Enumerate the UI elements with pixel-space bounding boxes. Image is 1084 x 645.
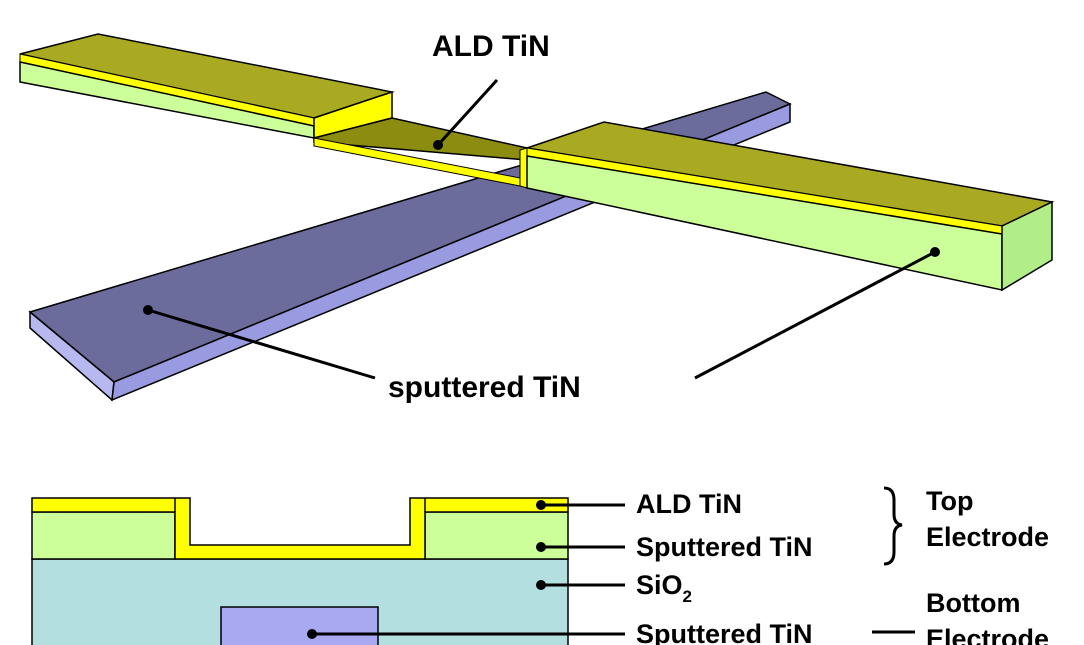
sputtered-tin-label-3d: sputtered TiN bbox=[388, 371, 581, 404]
ald-tin-label-3d: ALD TiN bbox=[432, 30, 550, 63]
sputtered-leader-right bbox=[694, 250, 936, 380]
ald-leader-dot bbox=[433, 140, 443, 150]
ald-leader-line bbox=[436, 78, 499, 147]
ald-callout-3d: ALD TiN bbox=[432, 30, 550, 150]
sputtered-right-section bbox=[424, 511, 569, 560]
sputtered-bottom-section-label: Sputtered TiN bbox=[636, 619, 813, 645]
top-electrode-label-line1: Top bbox=[926, 486, 973, 516]
top-electrode-trench-wall bbox=[519, 147, 528, 189]
cross-section-callouts: ALD TiN Sputtered TiN SiO2 Sputtered TiN… bbox=[307, 486, 1049, 645]
bottom-electrode-label-line1: Bottom bbox=[926, 588, 1020, 618]
bottom-electrode-label-line2: Electrode bbox=[926, 624, 1049, 645]
sputtered-leader-left-dot bbox=[143, 305, 153, 315]
sputtered-leader-right-dot bbox=[930, 247, 940, 257]
top-electrode-label-line2: Electrode bbox=[926, 522, 1049, 552]
sputtered-callout-3d: sputtered TiN bbox=[143, 247, 940, 404]
sputtered-top-section-label: Sputtered TiN bbox=[636, 532, 813, 562]
top-electrode-brace bbox=[883, 486, 903, 566]
sputtered-left-section bbox=[31, 511, 176, 560]
cross-section bbox=[31, 497, 569, 645]
top-electrode-right-end bbox=[1001, 200, 1053, 292]
top-electrode-3d bbox=[19, 33, 1055, 292]
ald-tin-section-label: ALD TiN bbox=[636, 489, 742, 519]
bottom-electrode-section bbox=[220, 606, 379, 645]
sio2-section-label: SiO2 bbox=[636, 570, 692, 606]
sputtered-leader-left bbox=[147, 308, 376, 380]
